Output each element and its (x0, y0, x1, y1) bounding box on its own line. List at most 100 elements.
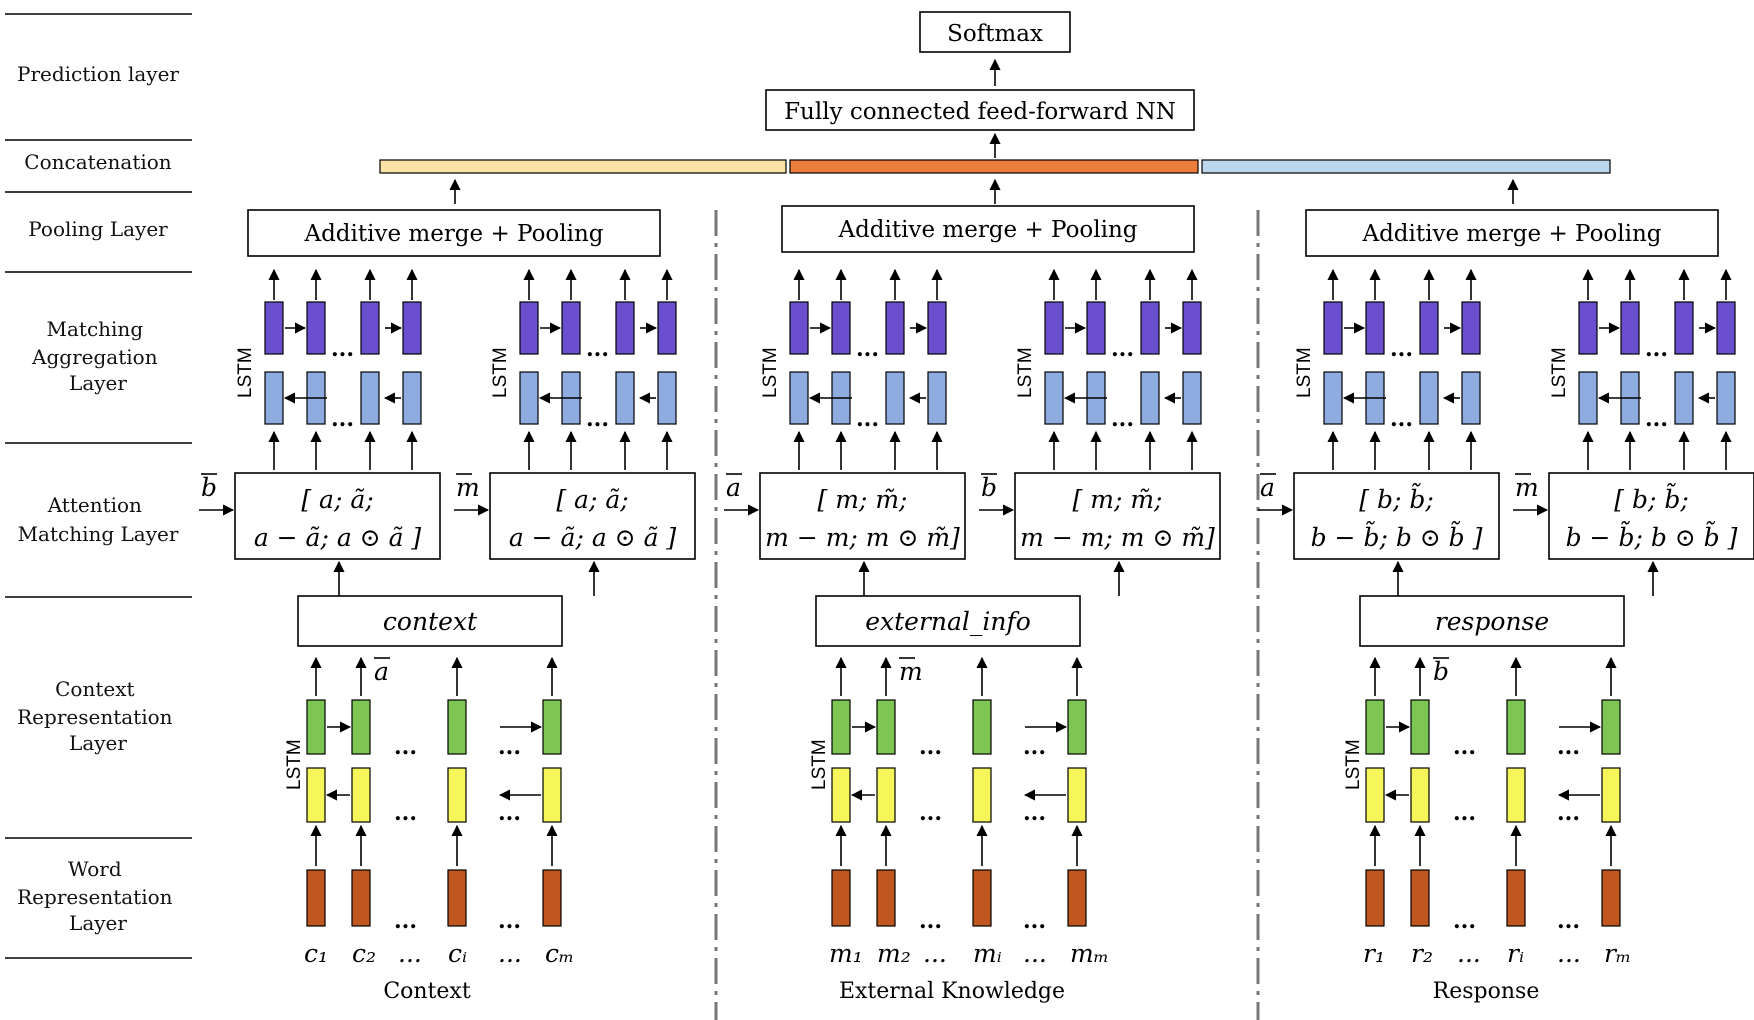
rep-output-symbol: m (899, 657, 923, 686)
agg-lstm-label: LSTM (235, 347, 256, 398)
token-label: ... (1457, 939, 1481, 968)
column-title: Response (1433, 979, 1540, 1004)
word-embedding-cell (1067, 869, 1087, 927)
agg-forward-cell (1419, 301, 1439, 355)
attention-formula-line2: b − b̃; b ⊙ b̃ ] (1311, 521, 1483, 552)
layer-labels: Prediction layer Concatenation Pooling L… (5, 13, 192, 959)
pooling-box (247, 209, 661, 257)
agg-forward-cell (1620, 301, 1640, 355)
agg-forward-cell (885, 301, 905, 355)
rep-backward-cell (876, 767, 896, 823)
agg-dots: ... (1645, 406, 1668, 432)
agg-forward-cell (657, 301, 677, 355)
token-label: m₂ (877, 939, 911, 968)
agg-lstm-label: LSTM (1549, 347, 1570, 398)
agg-forward-cell (789, 301, 809, 355)
agg-dots: ... (331, 406, 354, 432)
label-pooling-layer: Pooling Layer (28, 217, 168, 241)
word-embedding-cell (1365, 869, 1385, 927)
agg-backward-cell (264, 371, 284, 425)
label-prediction-layer: Prediction layer (17, 62, 179, 86)
rep-forward-cell (542, 699, 562, 755)
agg-forward-cell (519, 301, 539, 355)
agg-forward-cell (1674, 301, 1694, 355)
encoder-box (815, 595, 1081, 647)
agg-forward-cell (1365, 301, 1385, 355)
rep-forward-cell (351, 699, 371, 755)
agg-backward-cell (1716, 371, 1736, 425)
word-dots: ... (1453, 908, 1476, 934)
rep-dots: ... (394, 734, 417, 760)
svg-text:m: m (899, 657, 923, 686)
column-title: External Knowledge (839, 979, 1065, 1004)
word-embedding-cell (542, 869, 562, 927)
attention-formula-line1: [ b; b̃; (1614, 483, 1689, 514)
agg-forward-cell (360, 301, 380, 355)
encoder-label: context (383, 607, 478, 636)
word-embedding-cell (447, 869, 467, 927)
token-label: ... (1023, 939, 1047, 968)
attention-formula-line2: a − ã; a ⊙ ã ] (509, 523, 677, 552)
agg-backward-cell (657, 371, 677, 425)
encoder-box (297, 595, 563, 647)
column-title: Context (383, 979, 471, 1004)
layer-separators (5, 13, 192, 959)
rep-dots: ... (919, 734, 942, 760)
token-label: c₁ (304, 939, 328, 968)
token-label: c₂ (352, 939, 376, 968)
attention-formula-line1: [ a; ã; (556, 485, 628, 514)
pooling-label: Additive merge + Pooling (837, 217, 1137, 243)
word-embedding-cell (1410, 869, 1430, 927)
attention-box (234, 472, 441, 560)
pooling-label: Additive merge + Pooling (1361, 221, 1661, 247)
svg-text:b: b (981, 473, 997, 502)
agg-lstm-label: LSTM (1015, 347, 1036, 398)
svg-text:m: m (1515, 473, 1539, 502)
word-embedding-cell (351, 869, 371, 927)
agg-backward-cell (1323, 371, 1343, 425)
rep-dots: ... (394, 800, 417, 826)
svg-text:b: b (201, 473, 217, 502)
rep-dots: ... (1023, 800, 1046, 826)
token-label: ... (398, 939, 422, 968)
attention-box (1014, 472, 1221, 560)
agg-lstm-label: LSTM (490, 347, 511, 398)
attention-formula-line1: [ a; ã; (301, 485, 373, 514)
rep-backward-cell (1410, 767, 1430, 823)
prediction-block: Softmax Fully connected feed-forward NN (379, 11, 1611, 174)
rep-backward-cell (1365, 767, 1385, 823)
softmax-box (919, 11, 1071, 53)
pooling-box (781, 205, 1195, 253)
agg-dots: ... (1645, 336, 1668, 362)
rep-forward-cell (831, 699, 851, 755)
rep-output-symbol: a (374, 657, 390, 686)
token-label: r₁ (1363, 939, 1385, 968)
rep-backward-cell (1067, 767, 1087, 823)
agg-backward-cell (1182, 371, 1202, 425)
agg-dots: ... (1390, 336, 1413, 362)
agg-dots: ... (1111, 406, 1134, 432)
word-dots: ... (498, 908, 521, 934)
matching-block-1: ......LSTM[ m; m̃;m − m; m ⊙ m̃]a (724, 268, 966, 596)
attention-input-symbol: a (726, 473, 742, 502)
agg-dots: ... (586, 406, 609, 432)
softmax-label: Softmax (947, 21, 1043, 47)
label-concatenation: Concatenation (24, 150, 172, 174)
word-embedding-cell (1601, 869, 1621, 927)
matching-block-2: ......LSTM[ m; m̃;m − m; m ⊙ m̃]b (979, 268, 1221, 596)
agg-lstm-label: LSTM (1294, 347, 1315, 398)
attention-formula-line2: m − m; m ⊙ m̃] (1020, 523, 1215, 552)
rep-lstm-label: LSTM (284, 739, 305, 790)
agg-forward-cell (306, 301, 326, 355)
agg-backward-cell (885, 371, 905, 425)
svg-text:m: m (456, 473, 480, 502)
agg-backward-cell (1140, 371, 1160, 425)
rep-dots: ... (498, 734, 521, 760)
rep-dots: ... (1557, 734, 1580, 760)
token-label: ... (498, 939, 522, 968)
column-external-knowledge: Additive merge + Pooling ......LSTM[ m; m… (724, 178, 1221, 1004)
rep-backward-cell (542, 767, 562, 823)
rep-dots: ... (1453, 800, 1476, 826)
